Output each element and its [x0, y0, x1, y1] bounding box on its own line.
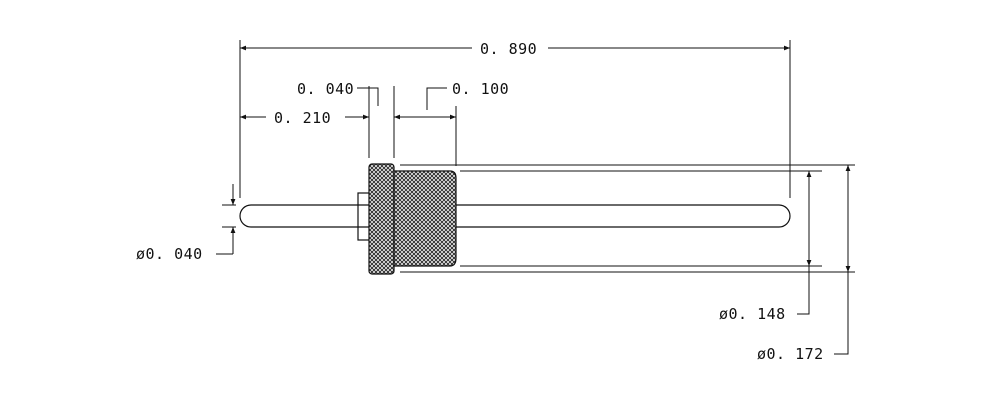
body-diameter-label: ø0. 148 [719, 305, 786, 323]
dim-knurl-length: 0. 100 [410, 80, 509, 120]
pin-body [239, 204, 791, 228]
pin-diameter-label: ø0. 040 [136, 245, 203, 263]
dim-body-diameter: ø0. 148 [719, 171, 812, 323]
dim-collar-thickness: 0. 040 [297, 80, 410, 120]
dim-overall-length: 0. 890 [240, 40, 790, 58]
knurl-length-label: 0. 100 [452, 80, 509, 98]
dim-knurl-diameter: ø0. 172 [757, 165, 851, 363]
shoulder-position-label: 0. 210 [274, 109, 331, 127]
knurled-collar [368, 163, 395, 275]
extension-lines [222, 40, 855, 273]
knurled-body [393, 170, 457, 267]
knurl-diameter-label: ø0. 172 [757, 345, 824, 363]
part-outline [239, 163, 791, 275]
dim-pin-diameter: ø0. 040 [136, 184, 236, 263]
collar-thickness-label: 0. 040 [297, 80, 354, 98]
collar-step [357, 192, 371, 241]
dim-shoulder-position: 0. 210 [240, 109, 331, 127]
overall-length-label: 0. 890 [480, 40, 537, 58]
